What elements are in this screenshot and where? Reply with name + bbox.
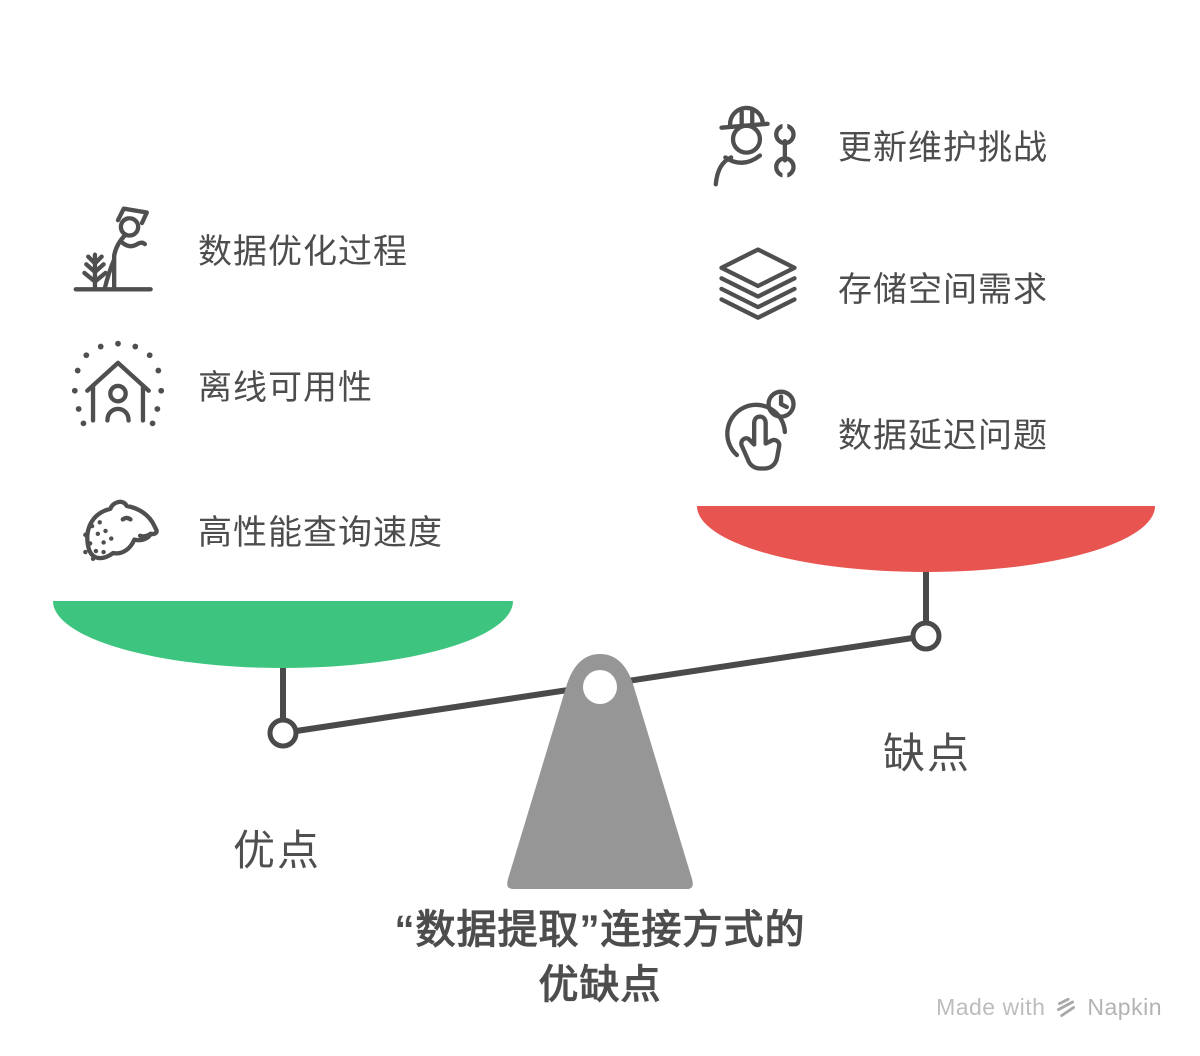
pros-item-label: 高性能查询速度 xyxy=(198,513,443,552)
fulcrum xyxy=(507,654,693,889)
watermark-brand: Napkin xyxy=(1087,994,1162,1020)
worker-wrench-icon xyxy=(710,96,806,192)
cons-pan xyxy=(697,506,1155,572)
page-title-line2: 优缺点 xyxy=(538,963,662,1007)
watermark: Made with Napkin xyxy=(936,994,1162,1021)
cons-item-maintenance: 更新维护挑战 xyxy=(710,89,1048,199)
pros-joint-circle xyxy=(267,717,299,749)
page-title-line1: “数据提取”连接方式的 xyxy=(394,908,806,952)
storage-layers-icon xyxy=(710,238,806,334)
watermark-prefix: Made with xyxy=(936,994,1046,1020)
pros-item-label: 数据优化过程 xyxy=(198,232,408,271)
cons-item-latency: 数据延迟问题 xyxy=(710,377,1048,487)
page-title: “数据提取”连接方式的 优缺点 xyxy=(0,903,1200,1013)
pros-item-optimization: 数据优化过程 xyxy=(70,193,408,303)
pros-item-label: 离线可用性 xyxy=(198,368,373,407)
napkin-logo-icon xyxy=(1057,997,1076,1017)
pros-side-label: 优点 xyxy=(232,827,322,874)
cons-joint-circle xyxy=(910,620,942,652)
fulcrum-pivot-hole xyxy=(583,670,617,704)
pros-pan xyxy=(53,601,513,668)
cons-item-label: 存储空间需求 xyxy=(838,270,1048,309)
cons-item-storage: 存储空间需求 xyxy=(710,231,1048,341)
pros-item-offline: 离线可用性 xyxy=(70,329,373,439)
clock-tap-delay-icon xyxy=(710,384,806,480)
cons-side-label: 缺点 xyxy=(882,730,972,777)
offline-home-icon xyxy=(70,336,166,432)
cheetah-speed-icon xyxy=(70,481,166,577)
cons-item-label: 更新维护挑战 xyxy=(838,128,1048,167)
farmer-planting-icon xyxy=(70,200,166,296)
pros-item-performance: 高性能查询速度 xyxy=(70,474,443,584)
cons-item-label: 数据延迟问题 xyxy=(838,416,1048,455)
